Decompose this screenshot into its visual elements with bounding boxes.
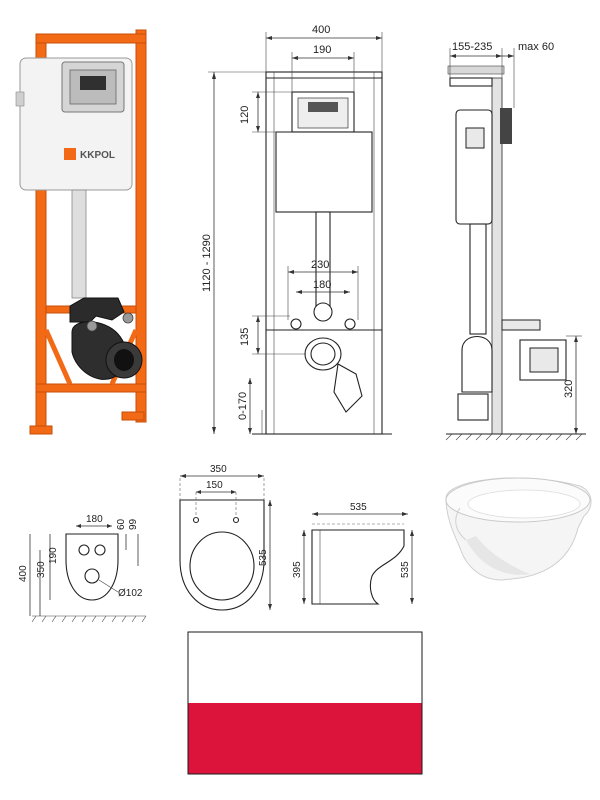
dim-top-350: 350: [210, 464, 227, 475]
dim-back-400: 400: [18, 565, 29, 582]
frame-right-post: [135, 29, 147, 423]
drain-bend: [69, 297, 125, 323]
flag-border: [187, 631, 423, 775]
dim-top-150: 150: [206, 480, 223, 491]
dim-back-60: 60: [116, 518, 127, 530]
dim-back-99: 99: [128, 518, 139, 530]
dim-bolts-230: 230: [311, 259, 329, 271]
svg-text:KKPOL: KKPOL: [80, 150, 115, 161]
dim-top-535: 535: [258, 549, 269, 566]
frame-top-bar: [35, 33, 147, 44]
frame-bottom-bar: [35, 383, 147, 393]
frame-front-view: 400 190 120 1120 - 1290 230 180: [201, 24, 392, 435]
frame-left-foot: [29, 425, 53, 435]
dim-panel-190: 190: [313, 44, 331, 56]
dim-outlet-diameter: Ø102: [118, 588, 143, 599]
polish-flag: [187, 631, 423, 775]
bowl-side-view: 535 395 535: [292, 502, 414, 605]
bowl-back-view: 180 60 99 350 190 400 Ø102: [18, 514, 147, 623]
dim-total-height: 1120 - 1290: [201, 234, 213, 292]
dim-back-180: 180: [86, 514, 103, 525]
dim-side-395: 395: [292, 561, 303, 578]
dim-back-350: 350: [36, 561, 47, 578]
flush-pipe: [71, 189, 87, 299]
installation-frame-photo: KKPOL: [15, 29, 147, 435]
frame-right-foot: [121, 411, 145, 421]
dim-side-535-right: 535: [400, 561, 411, 578]
dim-panel-120: 120: [239, 106, 251, 124]
flag-white-stripe: [188, 632, 422, 703]
dim-back-190: 190: [48, 547, 59, 564]
dim-bolts-180: 180: [313, 279, 331, 291]
kkpol-logo: KKPOL: [64, 148, 115, 161]
frame-side-view: 155-235 max 60 320: [445, 41, 586, 441]
dim-width-400: 400: [312, 24, 330, 36]
dim-wall-depth: 155-235: [452, 41, 492, 53]
bowl-top-view: 350 150 535: [179, 464, 272, 611]
flag-red-stripe: [188, 703, 422, 774]
dim-outlet-320: 320: [563, 380, 575, 398]
dim-bolt-height-135: 135: [239, 328, 251, 346]
dim-max-60: max 60: [518, 41, 554, 53]
toilet-bowl-photo: [445, 477, 592, 581]
dim-side-535-top: 535: [350, 502, 367, 513]
dim-floor-0-170: 0-170: [237, 392, 249, 420]
